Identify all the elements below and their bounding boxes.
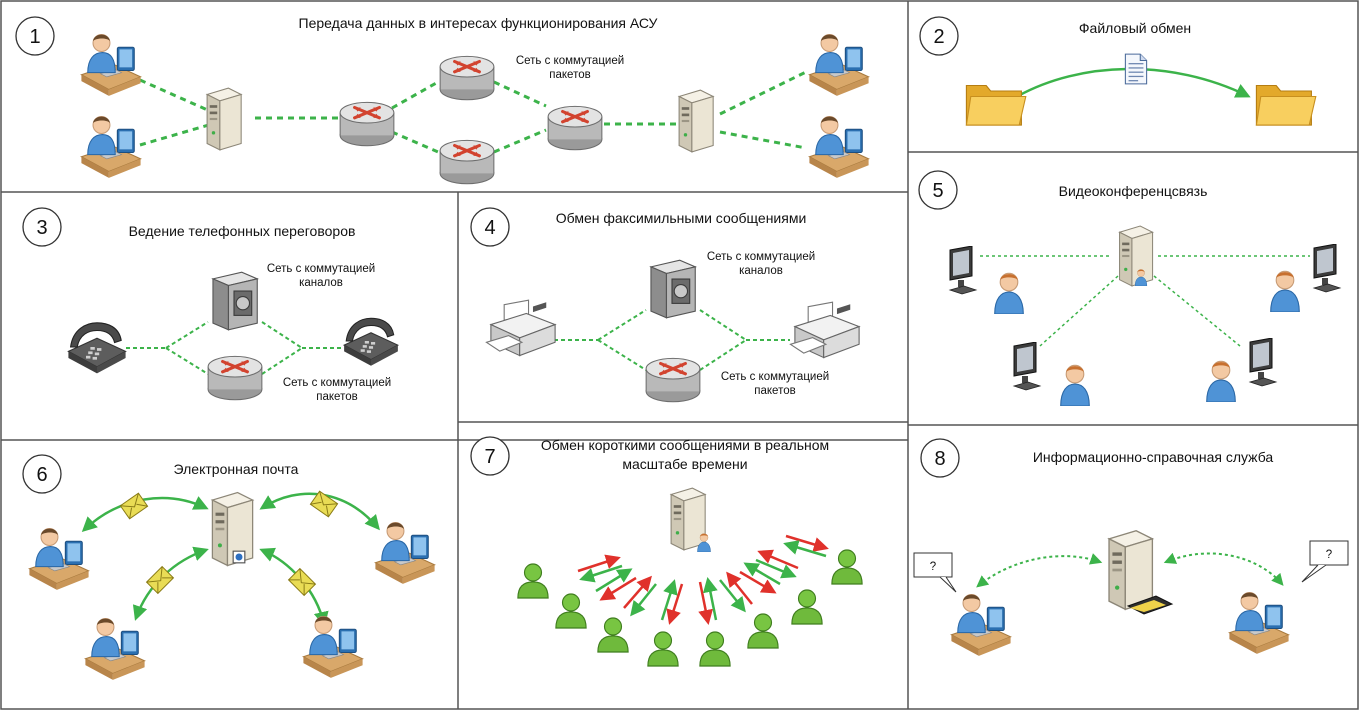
svg-text:5: 5 (932, 180, 943, 202)
user-workstation-icon (80, 116, 142, 179)
chat-user-icon (517, 563, 549, 599)
monitor-icon (949, 246, 977, 295)
panel-number-1: 1 (15, 16, 55, 56)
user-workstation-icon (80, 34, 142, 97)
keyboard-icon (1126, 595, 1174, 615)
router-icon (546, 104, 604, 152)
document-icon (1124, 53, 1148, 85)
telephone-icon (67, 322, 127, 374)
svg-text:3: 3 (36, 217, 47, 239)
fax-machine-icon (789, 301, 860, 359)
user-workstation-icon (808, 34, 870, 97)
user-workstation-icon (302, 616, 364, 679)
user-workstation-icon (374, 522, 436, 585)
svg-text:1: 1 (29, 26, 40, 48)
panel-4-title: Обмен факсимильными сообщениями (556, 210, 807, 226)
svg-text:?: ? (1326, 549, 1332, 561)
server-icon (678, 89, 714, 153)
mail-badge-icon (232, 550, 246, 564)
panel-7-users (517, 549, 863, 667)
monitor-icon (1249, 338, 1277, 387)
user-workstation-icon (950, 594, 1012, 657)
panel-3-circuit-label: Сеть с коммутацией каналов (267, 263, 375, 289)
panel-number-7: 7 (470, 436, 510, 476)
question-bubble-left: ? (913, 552, 957, 593)
fax-machine-icon (485, 299, 556, 357)
svg-text:?: ? (930, 561, 936, 573)
router-icon (206, 354, 264, 402)
chat-user-icon (791, 589, 823, 625)
monitor-icon (1313, 244, 1341, 293)
panel-number-3: 3 (22, 207, 62, 247)
panel-3-links (126, 321, 344, 375)
user-workstation-icon (808, 116, 870, 179)
mail-server-icon (211, 491, 254, 567)
panel-8-title: Информационно-справочная служба (1033, 449, 1274, 465)
panel-number-2: 2 (919, 16, 959, 56)
router-icon (438, 54, 496, 102)
svg-text:2: 2 (933, 26, 944, 48)
person-icon (1206, 360, 1236, 402)
panel-number-6: 6 (22, 454, 62, 494)
im-server-icon (670, 487, 706, 551)
panel-4-circuit-label: Сеть с коммутацией каналов (707, 251, 815, 277)
router-icon (338, 100, 396, 148)
chat-user-icon (555, 593, 587, 629)
router-icon (438, 138, 496, 186)
panel-3-packet-label: Сеть с коммутацией пакетов (283, 377, 391, 403)
panel-7-arrows (577, 534, 829, 625)
user-workstation-icon (1228, 592, 1290, 655)
panel-2-title: Файловый обмен (1079, 20, 1191, 36)
person-icon (994, 272, 1024, 314)
panel-1-links (139, 70, 807, 154)
video-server-icon (1118, 225, 1154, 287)
folder-icon (965, 84, 1027, 126)
panel-number-4: 4 (470, 207, 510, 247)
panel-5-title: Видеоконференцсвязь (1059, 183, 1208, 199)
user-workstation-icon (28, 528, 90, 591)
panel-4-packet-label: Сеть с коммутацией пакетов (721, 371, 829, 397)
svg-text:8: 8 (934, 448, 945, 470)
folder-icon (1255, 84, 1317, 126)
user-workstation-icon (84, 618, 146, 681)
panel-number-8: 8 (920, 438, 960, 478)
chat-user-icon (747, 613, 779, 649)
monitor-icon (1013, 342, 1041, 391)
panel-7-title: Обмен короткими сообщениями в реальном м… (541, 437, 829, 472)
envelope-icon (119, 492, 149, 520)
svg-text:7: 7 (484, 446, 495, 468)
info-server-icon (1108, 530, 1154, 610)
person-icon (1060, 364, 1090, 406)
chat-user-icon (597, 617, 629, 653)
telephone-icon (343, 317, 399, 367)
chat-user-icon (831, 549, 863, 585)
chat-user-icon (699, 631, 731, 667)
panel-number-5: 5 (918, 170, 958, 210)
panel-1-network-label: Сеть с коммутацией пакетов (516, 55, 624, 81)
svg-text:6: 6 (36, 464, 47, 486)
chat-user-icon (647, 631, 679, 667)
question-bubble-right: ? (1301, 540, 1349, 583)
panel-6-title: Электронная почта (174, 461, 299, 477)
svg-text:4: 4 (484, 217, 495, 239)
person-icon (1270, 270, 1300, 312)
panel-4-links (554, 309, 790, 371)
router-icon (644, 356, 702, 404)
panel-1-title: Передача данных в интересах функциониров… (299, 15, 658, 31)
panel-8-arrows (976, 552, 1284, 588)
server-icon (206, 87, 242, 151)
panel-5-links (980, 255, 1310, 347)
panel-3-title: Ведение телефонных переговоров (129, 223, 356, 239)
